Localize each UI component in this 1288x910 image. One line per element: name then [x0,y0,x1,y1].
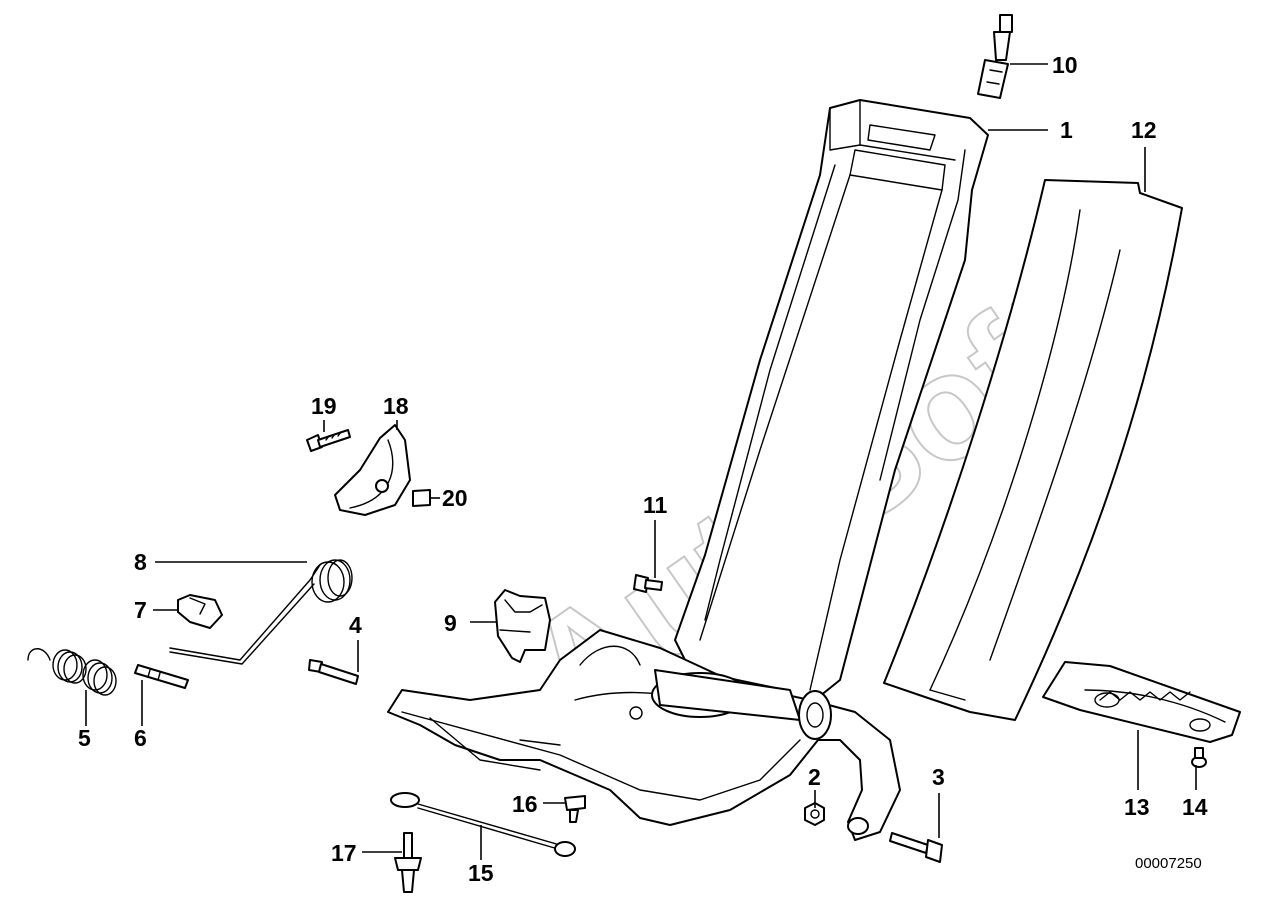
callout-11: 11 [643,492,668,518]
part-cable-15[interactable] [390,792,576,857]
part-spring-bracket[interactable] [1042,661,1241,743]
callout-18: 18 [383,393,409,419]
part-screw-16[interactable] [564,795,586,823]
part-bolt-19[interactable] [306,429,351,452]
callout-17: 17 [331,840,357,866]
leader-lines [85,63,1197,860]
callout-1: 1 [1060,117,1073,143]
part-screw-14[interactable] [1191,747,1207,768]
callout-9: 9 [444,610,457,636]
callouts: 10 1 12 13 14 3 2 11 9 8 7 4 5 6 19 18 2… [78,52,1208,886]
callout-6: 6 [134,725,147,751]
callout-14: 14 [1182,794,1208,820]
callout-5: 5 [78,725,91,751]
part-bracket-9[interactable] [494,589,551,663]
part-spring-8[interactable] [169,559,353,665]
part-clip-7[interactable] [177,594,223,629]
callout-3: 3 [932,764,945,790]
callout-10: 10 [1052,52,1078,78]
callout-16: 16 [512,791,538,817]
part-screw-11[interactable] [633,574,663,593]
callout-8: 8 [134,549,147,575]
part-seat-frame[interactable] [387,629,901,841]
part-bolt-4[interactable] [308,659,359,685]
part-clip-20[interactable] [412,489,431,507]
callout-19: 19 [311,393,337,419]
part-fitting-10[interactable] [977,14,1013,99]
part-backrest-frame[interactable] [674,99,989,706]
part-rivet-17[interactable] [394,832,422,893]
callout-12: 12 [1131,117,1157,143]
part-bolt-3[interactable] [889,832,943,863]
reference-number: 00007250 [1135,855,1202,872]
callout-13: 13 [1124,794,1150,820]
part-springs-5[interactable] [27,648,117,696]
callout-4: 4 [349,612,362,638]
callout-15: 15 [468,860,494,886]
part-pin-6[interactable] [134,664,189,689]
callout-7: 7 [134,597,147,623]
callout-20: 20 [442,485,468,511]
callout-2: 2 [808,764,821,790]
part-backrest-panel[interactable] [883,179,1183,721]
part-pulley-cover[interactable] [334,424,411,516]
